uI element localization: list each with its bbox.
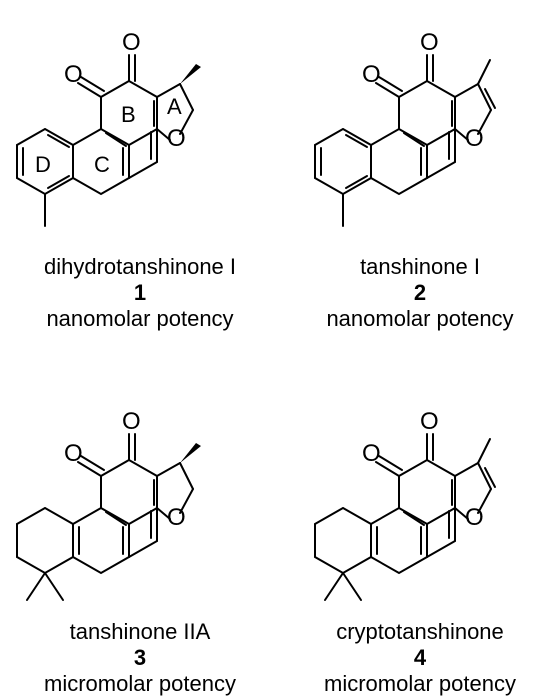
caption-compound-1: dihydrotanshinone I 1 nanomolar potency [10,254,270,332]
compound-name: dihydrotanshinone I [43,254,237,279]
compound-potency: nanomolar potency [326,306,514,331]
oxygen-label: O [362,61,381,88]
caption-compound-4: cryptotanshinone 4 micromolar potency [290,619,550,697]
oxygen-label: O [64,61,83,88]
ring-label-c: C [94,152,110,177]
ring-label-a: A [167,94,182,119]
oxygen-label: O [122,29,141,56]
oxygen-label: O [420,408,439,435]
compound-number: 3 [133,645,147,670]
compound-potency: micromolar potency [44,671,236,696]
oxygen-label: O [465,504,484,531]
compound-potency: micromolar potency [324,671,516,696]
oxygen-label: O [167,125,186,152]
compound-number: 2 [413,280,427,305]
compound-name: cryptotanshinone [336,619,504,644]
compound-number: 1 [133,280,147,305]
oxygen-label: O [122,408,141,435]
oxygen-label: O [465,125,484,152]
compound-name: tanshinone IIA [69,619,211,644]
compound-potency: nanomolar potency [46,306,234,331]
caption-compound-2: tanshinone I 2 nanomolar potency [290,254,550,332]
oxygen-label: O [64,440,83,467]
ring-label-d: D [35,152,51,177]
caption-compound-3: tanshinone IIA 3 micromolar potency [10,619,270,697]
oxygen-label: O [362,440,381,467]
oxygen-label: O [167,504,186,531]
ring-label-b: B [121,102,136,127]
oxygen-label: O [420,29,439,56]
compound-name: tanshinone I [360,254,480,279]
compound-number: 4 [413,645,427,670]
